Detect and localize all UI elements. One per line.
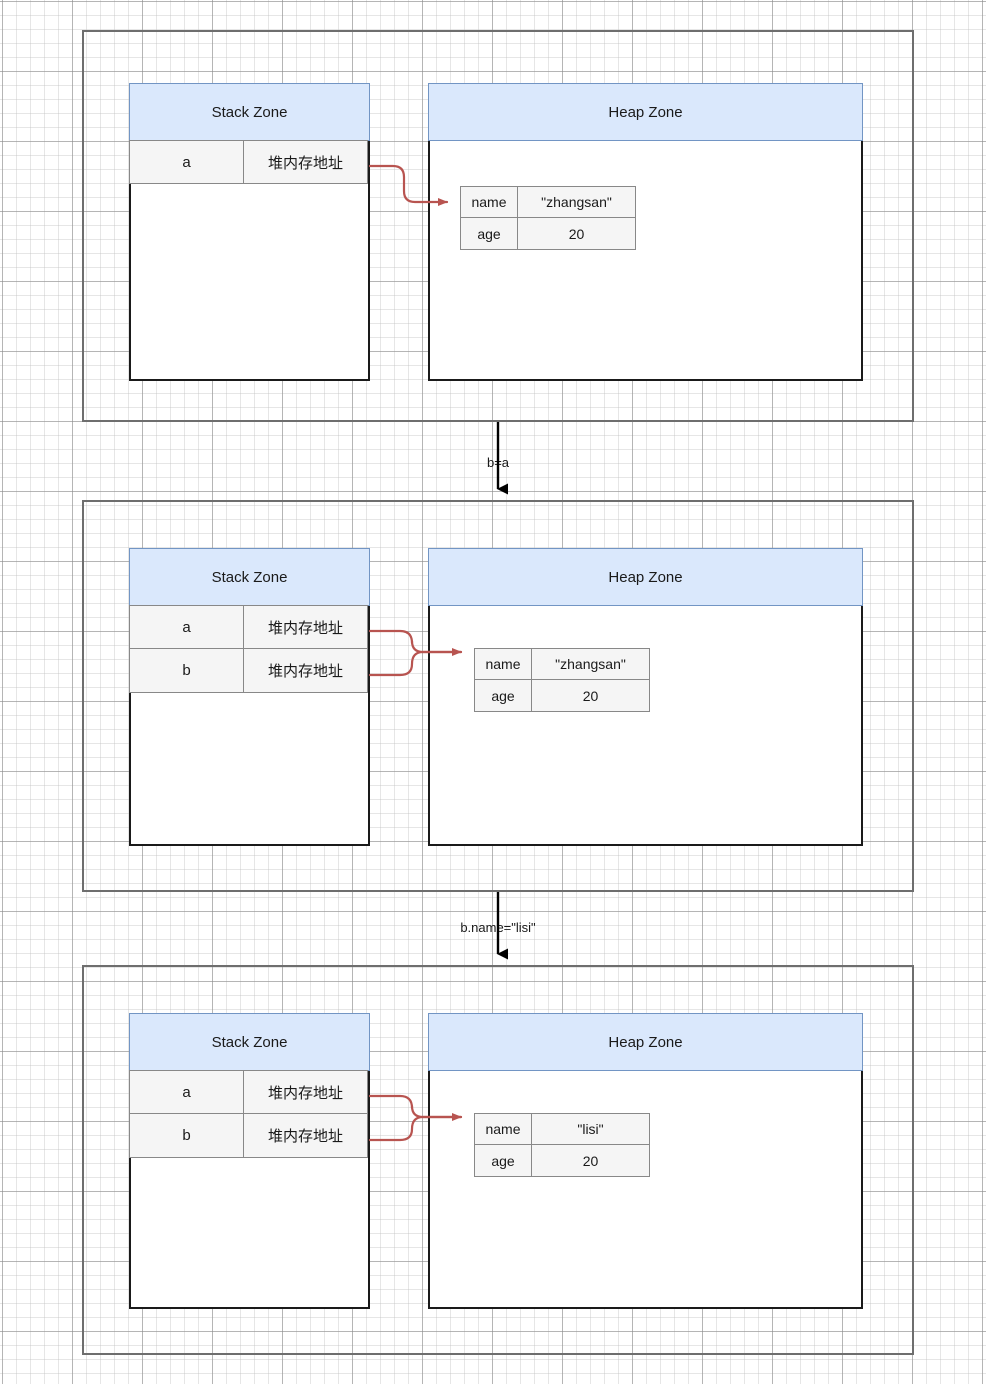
stack-rows-1: a 堆内存地址 bbox=[129, 140, 370, 184]
stack-zone-body-1: a 堆内存地址 bbox=[129, 140, 370, 381]
heap-field-key: name bbox=[474, 1113, 532, 1145]
stack-row: a 堆内存地址 bbox=[129, 140, 370, 184]
stack-var-value: 堆内存地址 bbox=[244, 140, 368, 184]
stack-zone-title-1: Stack Zone bbox=[129, 83, 370, 141]
stack-row: b 堆内存地址 bbox=[129, 1114, 370, 1158]
stack-zone-body-3: a 堆内存地址 b 堆内存地址 bbox=[129, 1070, 370, 1309]
stack-var-name: b bbox=[129, 649, 244, 693]
heap-field-row: name "zhangsan" bbox=[474, 648, 650, 680]
heap-zone-title-3: Heap Zone bbox=[428, 1013, 863, 1071]
heap-zone-body-1: name "zhangsan" age 20 bbox=[428, 141, 863, 381]
stack-var-name: a bbox=[129, 1070, 244, 1114]
stack-row: b 堆内存地址 bbox=[129, 649, 370, 693]
heap-field-value: 20 bbox=[532, 680, 650, 712]
stack-var-name: b bbox=[129, 1114, 244, 1158]
heap-field-row: age 20 bbox=[460, 218, 636, 250]
heap-zone-body-2: name "zhangsan" age 20 bbox=[428, 606, 863, 846]
step-panel-3 bbox=[82, 965, 914, 1355]
stack-zone-3: Stack Zone a 堆内存地址 b 堆内存地址 bbox=[129, 1013, 370, 1309]
stack-var-value: 堆内存地址 bbox=[244, 1070, 368, 1114]
stack-zone-2: Stack Zone a 堆内存地址 b 堆内存地址 bbox=[129, 548, 370, 846]
stack-var-value: 堆内存地址 bbox=[244, 649, 368, 693]
stack-rows-3: a 堆内存地址 b 堆内存地址 bbox=[129, 1070, 370, 1158]
stack-zone-title-3: Stack Zone bbox=[129, 1013, 370, 1071]
step-panel-1 bbox=[82, 30, 914, 422]
heap-object-2: name "zhangsan" age 20 bbox=[474, 648, 650, 712]
stack-zone-title-2: Stack Zone bbox=[129, 548, 370, 606]
stack-row: a 堆内存地址 bbox=[129, 1070, 370, 1114]
heap-field-key: name bbox=[460, 186, 518, 218]
stack-zone-1: Stack Zone a 堆内存地址 bbox=[129, 83, 370, 381]
stack-var-name: a bbox=[129, 140, 244, 184]
heap-zone-title-1: Heap Zone bbox=[428, 83, 863, 141]
stack-var-value: 堆内存地址 bbox=[244, 1114, 368, 1158]
heap-zone-2: Heap Zone name "zhangsan" age 20 bbox=[428, 548, 863, 846]
stack-row: a 堆内存地址 bbox=[129, 605, 370, 649]
heap-field-row: age 20 bbox=[474, 1145, 650, 1177]
heap-field-row: age 20 bbox=[474, 680, 650, 712]
heap-field-key: age bbox=[460, 218, 518, 250]
heap-object-3: name "lisi" age 20 bbox=[474, 1113, 650, 1177]
heap-zone-body-3: name "lisi" age 20 bbox=[428, 1071, 863, 1309]
heap-zone-1: Heap Zone name "zhangsan" age 20 bbox=[428, 83, 863, 381]
heap-zone-3: Heap Zone name "lisi" age 20 bbox=[428, 1013, 863, 1309]
heap-zone-title-2: Heap Zone bbox=[428, 548, 863, 606]
heap-field-row: name "lisi" bbox=[474, 1113, 650, 1145]
heap-field-value: 20 bbox=[532, 1145, 650, 1177]
heap-field-value: "lisi" bbox=[532, 1113, 650, 1145]
stack-zone-body-2: a 堆内存地址 b 堆内存地址 bbox=[129, 605, 370, 846]
heap-field-row: name "zhangsan" bbox=[460, 186, 636, 218]
transition-label-2: b.name="lisi" bbox=[460, 920, 536, 935]
heap-object-1: name "zhangsan" age 20 bbox=[460, 186, 636, 250]
transition-label-1: b=a bbox=[486, 455, 510, 470]
heap-field-value: "zhangsan" bbox=[532, 648, 650, 680]
heap-field-value: "zhangsan" bbox=[518, 186, 636, 218]
heap-field-value: 20 bbox=[518, 218, 636, 250]
heap-field-key: name bbox=[474, 648, 532, 680]
stack-var-name: a bbox=[129, 605, 244, 649]
heap-field-key: age bbox=[474, 680, 532, 712]
stack-rows-2: a 堆内存地址 b 堆内存地址 bbox=[129, 605, 370, 693]
stack-var-value: 堆内存地址 bbox=[244, 605, 368, 649]
heap-field-key: age bbox=[474, 1145, 532, 1177]
step-panel-2 bbox=[82, 500, 914, 892]
